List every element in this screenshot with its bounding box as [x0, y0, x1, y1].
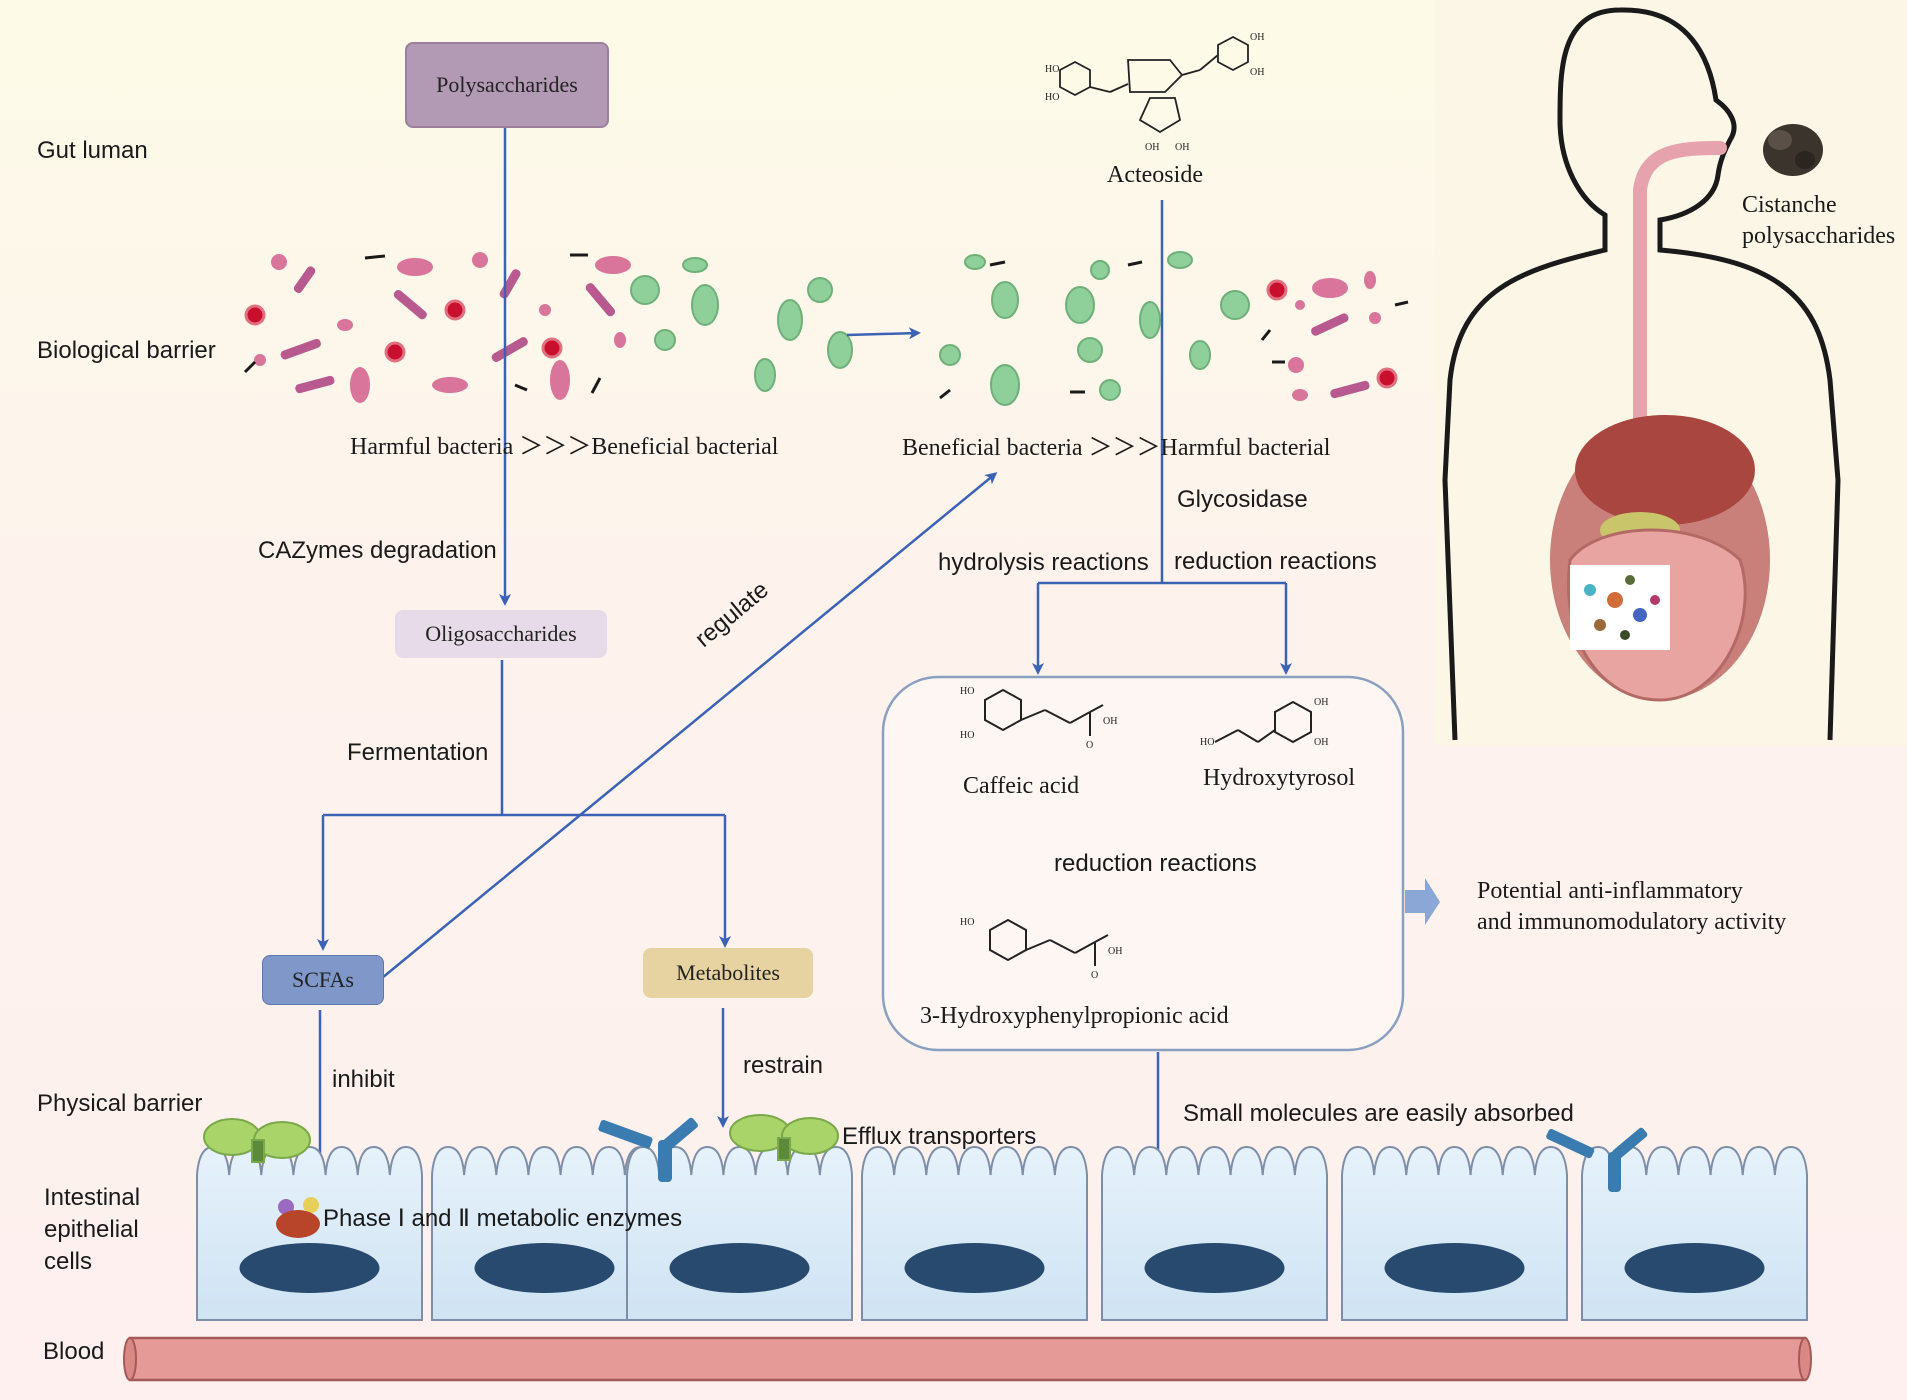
layer-physical-barrier: Physical barrier	[37, 1090, 203, 1117]
body-outline	[1442, 7, 1841, 741]
oligosaccharides-node: Oligosaccharides	[395, 610, 607, 658]
phase-enzymes-label: Phase Ⅰ and Ⅱ metabolic enzymes	[323, 1205, 683, 1232]
beneficial-vs-harmful-label: Beneficial bacteria ＞＞＞Harmful bacterial	[902, 435, 1331, 461]
edge-label-hydrolysis: hydrolysis reactions	[938, 549, 1149, 576]
cell-nucleus	[669, 1243, 810, 1293]
caffeic-oh: OH	[1103, 716, 1117, 727]
hppa-ho: HO	[960, 917, 974, 928]
layer-epithelial-cells: Intestinal epithelial cells	[44, 1184, 141, 1275]
bacteria-band-left	[243, 252, 853, 403]
edge-label-absorbed: Small molecules are easily absorbed	[1183, 1100, 1574, 1127]
layer-gut-lumen: Gut luman	[37, 137, 148, 164]
hydroxytyrosol-oh-1: OH	[1314, 697, 1328, 708]
esophagus	[1633, 141, 1727, 427]
enzyme-icons	[276, 1197, 320, 1238]
caffeic-acid-label: Caffeic acid	[963, 773, 1080, 799]
acteoside-label: Acteoside	[1107, 162, 1203, 188]
layer-blood: Blood	[43, 1338, 105, 1365]
edge-label-reduction-2: reduction reactions	[1054, 850, 1257, 877]
bacteria-band-right	[939, 251, 1409, 406]
acteoside-ho-2: HO	[1045, 92, 1059, 103]
edge-label-glycosidase: Glycosidase	[1177, 486, 1308, 513]
polysaccharides-node: Polysaccharides	[405, 42, 609, 128]
caffeic-acid-structure	[984, 688, 1104, 736]
hppa-o: O	[1091, 970, 1098, 981]
acteoside-oh-2: OH	[1250, 67, 1264, 78]
cell-nucleus	[904, 1243, 1045, 1293]
hppa-label: 3-Hydroxyphenylpropionic acid	[920, 1003, 1229, 1029]
caffeic-o: O	[1086, 740, 1093, 751]
human-body-illustration	[1435, 0, 1907, 745]
hydroxytyrosol-structure	[1214, 700, 1312, 744]
activity-arrow	[1405, 878, 1440, 925]
metabolites-node: Metabolites	[643, 948, 813, 998]
acteoside-atom-labels: HO HO OH OH OH OH	[1045, 32, 1264, 153]
transporter-icons	[203, 1114, 1648, 1238]
cell-nucleus	[239, 1243, 380, 1293]
caffeic-acid-atom-labels: HO HO OH O	[960, 686, 1117, 751]
edge-label-restrain: restrain	[743, 1052, 824, 1079]
blood-vessel	[123, 1336, 1812, 1382]
cistanche-label: Cistanche polysaccharides	[1742, 192, 1896, 249]
hydroxytyrosol-atom-labels: HO OH OH	[1200, 697, 1328, 748]
acteoside-oh-1: OH	[1250, 32, 1264, 43]
hydroxytyrosol-label: Hydroxytyrosol	[1203, 765, 1355, 791]
layer-biological-barrier: Biological barrier	[37, 337, 216, 364]
efflux-transporters-label: Efflux transporters	[842, 1123, 1037, 1150]
hppa-atom-labels: HO OH O	[960, 917, 1122, 981]
acteoside-structure	[1059, 35, 1249, 134]
scfas-node: SCFAs	[262, 955, 384, 1005]
cell-nucleus	[1384, 1243, 1525, 1293]
connectors	[314, 128, 1292, 1221]
harmful-vs-beneficial-label: Harmful bacteria ＞＞＞Beneficial bacterial	[350, 434, 779, 460]
activity-label: Potential anti-inflammatory and immunomo…	[1477, 878, 1787, 935]
cell-nucleus	[1144, 1243, 1285, 1293]
caffeic-ho-2: HO	[960, 730, 974, 741]
hydroxytyrosol-ho: HO	[1200, 737, 1214, 748]
edge-label-inhibit: inhibit	[332, 1066, 395, 1093]
cell-nucleus	[1624, 1243, 1765, 1293]
hppa-structure	[989, 918, 1109, 966]
intestine-organs	[1550, 415, 1770, 702]
acteoside-ho-1: HO	[1045, 64, 1059, 75]
epithelial-cell	[1341, 1145, 1568, 1321]
epithelial-cells	[196, 1145, 1808, 1321]
acteoside-oh-3: OH	[1145, 142, 1159, 153]
cell-nucleus	[474, 1243, 615, 1293]
epithelial-cell	[1101, 1145, 1328, 1321]
edge-label-fermentation: Fermentation	[347, 739, 489, 766]
hydroxytyrosol-oh-2: OH	[1314, 737, 1328, 748]
caffeic-ho-1: HO	[960, 686, 974, 697]
epithelial-cell	[431, 1145, 658, 1321]
hppa-oh: OH	[1108, 946, 1122, 957]
acteoside-oh-4: OH	[1175, 142, 1189, 153]
cistanche-image	[1763, 124, 1823, 176]
edge-label-cazymes: CAZymes degradation	[258, 537, 497, 564]
epithelial-cell	[861, 1145, 1088, 1321]
edge-label-reduction-1: reduction reactions	[1174, 548, 1377, 575]
